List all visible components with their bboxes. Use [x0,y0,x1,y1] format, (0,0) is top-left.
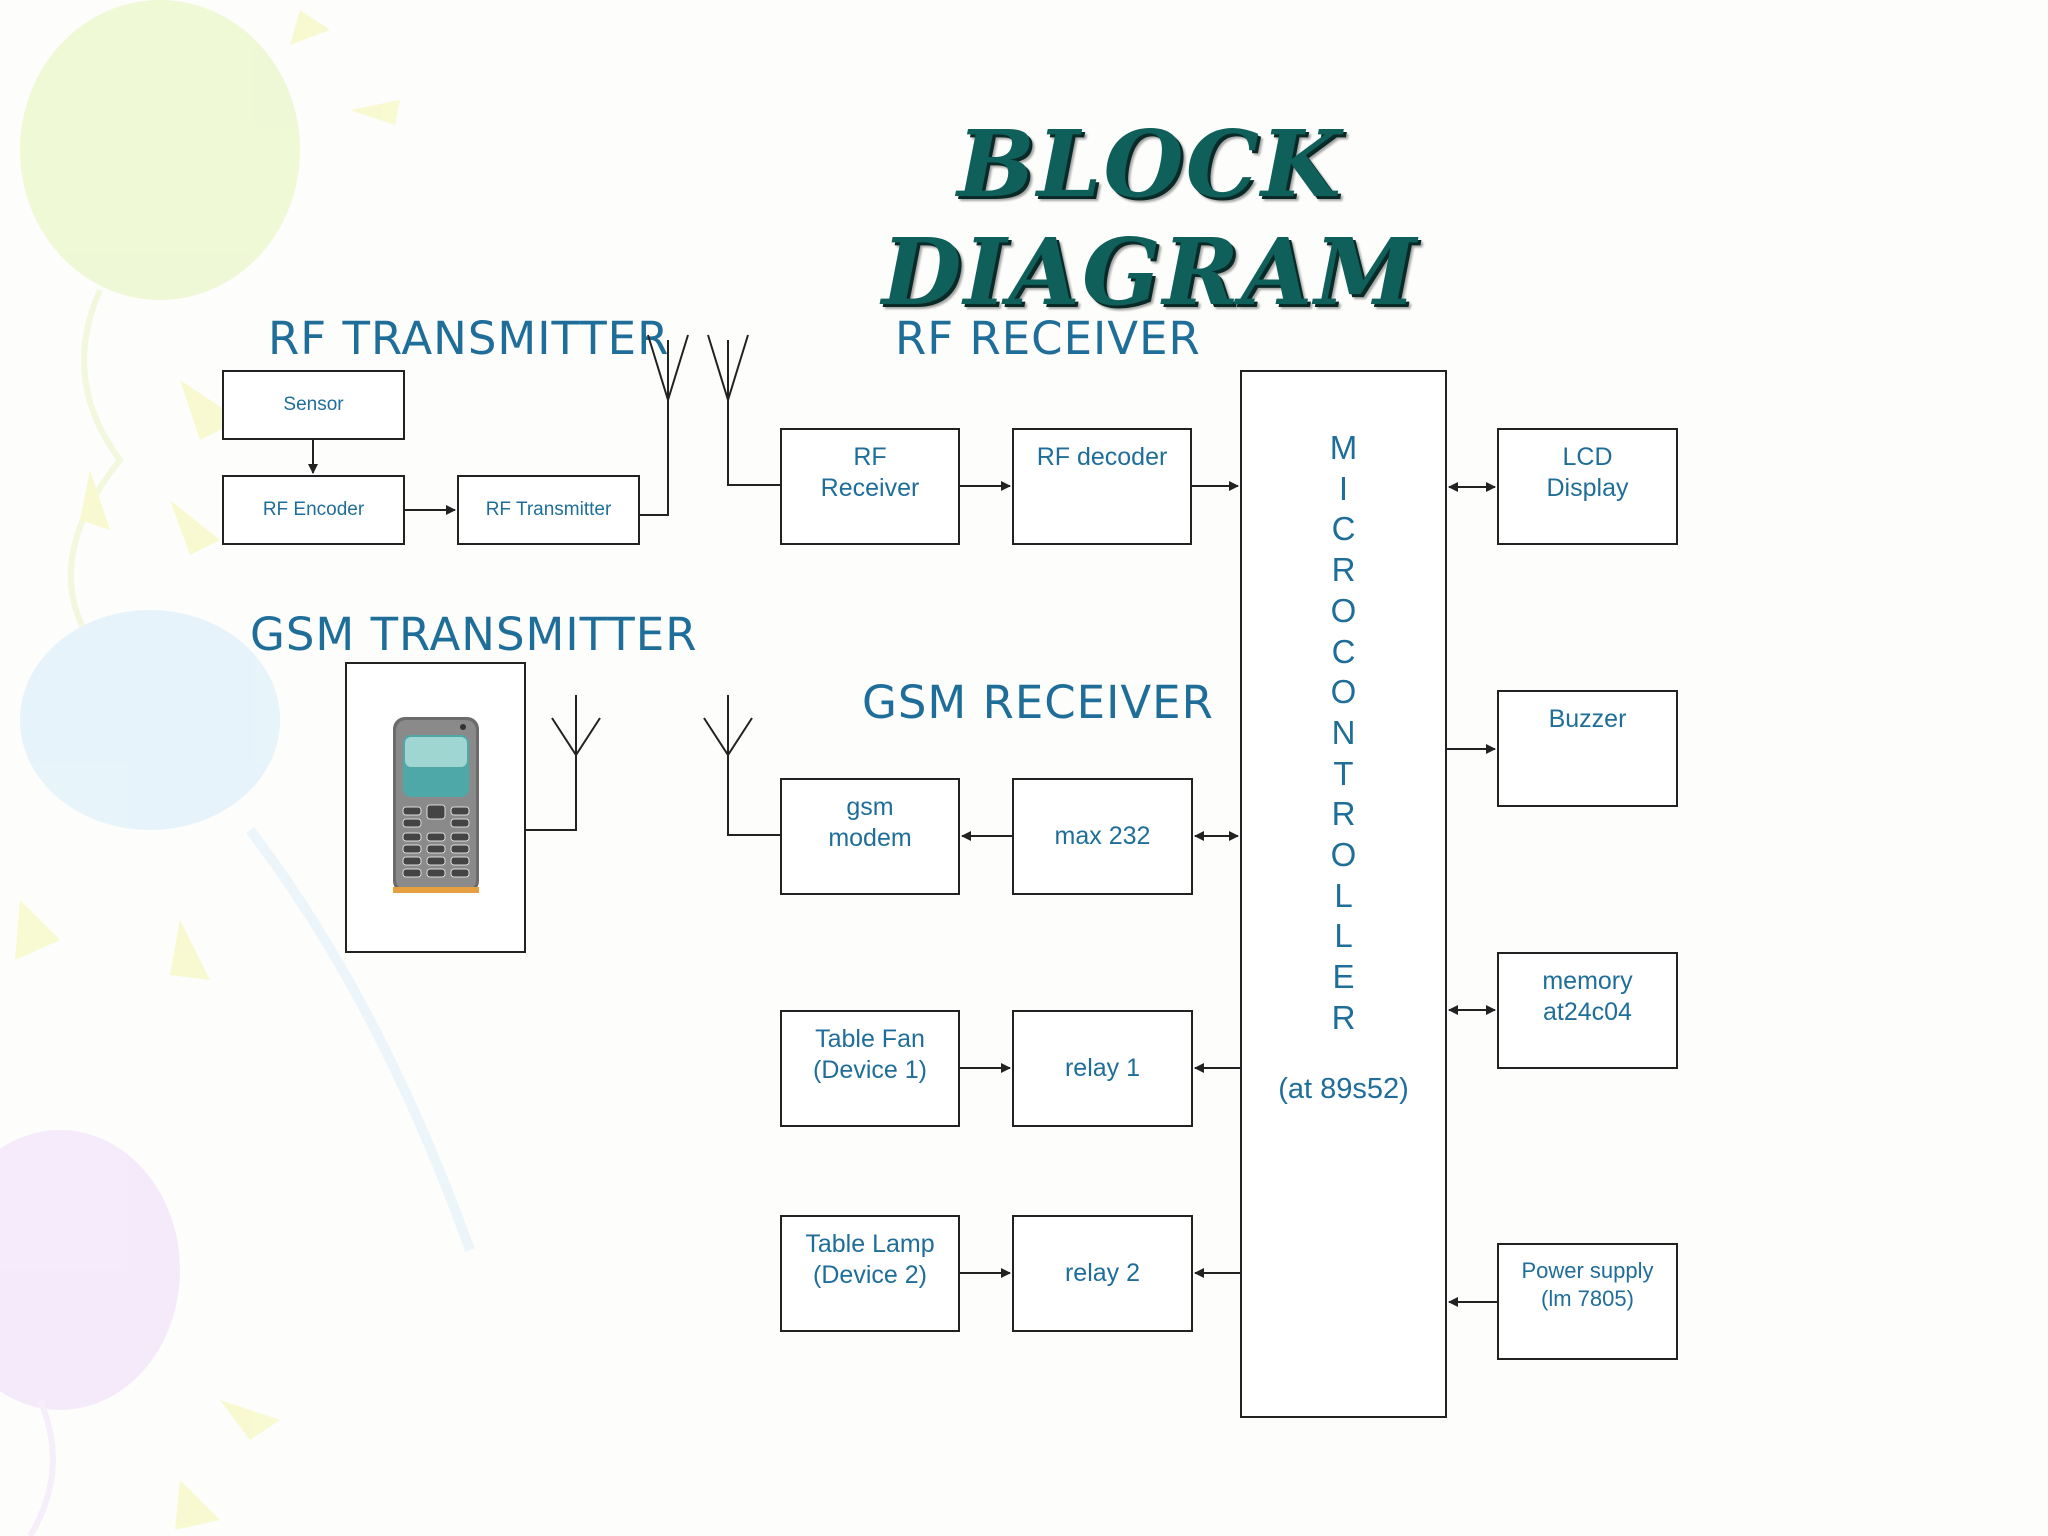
phone-antenna-feed [526,720,577,831]
tx-antenna-feed [640,360,669,516]
antenna-icon [707,334,749,404]
microcontroller-letter: M [1329,429,1358,466]
microcontroller-letter: C [1331,510,1356,548]
gsm-transmitter-phone-frame [345,662,526,953]
gsm-transmitter-heading: GSM TRANSMITTER [250,608,698,661]
rf-decoder-block: RF decoder [1012,428,1192,545]
table-fan-block: Table Fan (Device 1) [780,1010,960,1127]
microcontroller-model: (at 89s52) [1278,1072,1409,1105]
rf-receiver-heading: RF RECEIVER [895,312,1201,365]
rf-transmitter-block: RF Transmitter [457,475,640,545]
gsm-receiver-heading: GSM RECEIVER [862,676,1214,729]
antenna-icon [647,334,689,404]
modem-antenna-feed [727,720,780,836]
buzzer-block: Buzzer [1497,690,1678,807]
microcontroller-letter: O [1330,673,1357,711]
microcontroller-letter: E [1332,958,1355,996]
relay2-block: relay 2 [1012,1215,1193,1332]
lcd-display-block: LCD Display [1497,428,1678,545]
rf-receiver-block: RF Receiver [780,428,960,545]
rf-encoder-block: RF Encoder [222,475,405,545]
microcontroller-letter: T [1333,754,1354,792]
power-supply-block: Power supply (lm 7805) [1497,1243,1678,1360]
max232-block: max 232 [1012,778,1193,895]
sensor-block: Sensor [222,370,405,440]
rx-antenna-feed [727,360,780,486]
microcontroller-letter: R [1331,998,1356,1036]
page-title: BLOCK DIAGRAM [881,110,1419,326]
microcontroller-letter: L [1334,917,1353,955]
microcontroller-letter: N [1331,713,1356,751]
gsm-modem-block: gsm modem [780,778,960,895]
table-lamp-block: Table Lamp (Device 2) [780,1215,960,1332]
memory-block: memory at24c04 [1497,952,1678,1069]
antenna-icon [703,717,753,757]
microcontroller-letter: O [1330,836,1357,874]
microcontroller-letter: R [1331,795,1356,833]
relay1-block: relay 1 [1012,1010,1193,1127]
microcontroller-letter: R [1331,551,1356,589]
rf-transmitter-heading: RF TRANSMITTER [268,312,670,365]
microcontroller-letter: O [1330,591,1357,629]
antenna-icon [551,717,601,757]
microcontroller-letter: C [1331,632,1356,670]
mobile-phone-icon [392,717,479,893]
microcontroller-letter: I [1338,469,1349,507]
microcontroller-letter: L [1334,876,1353,914]
